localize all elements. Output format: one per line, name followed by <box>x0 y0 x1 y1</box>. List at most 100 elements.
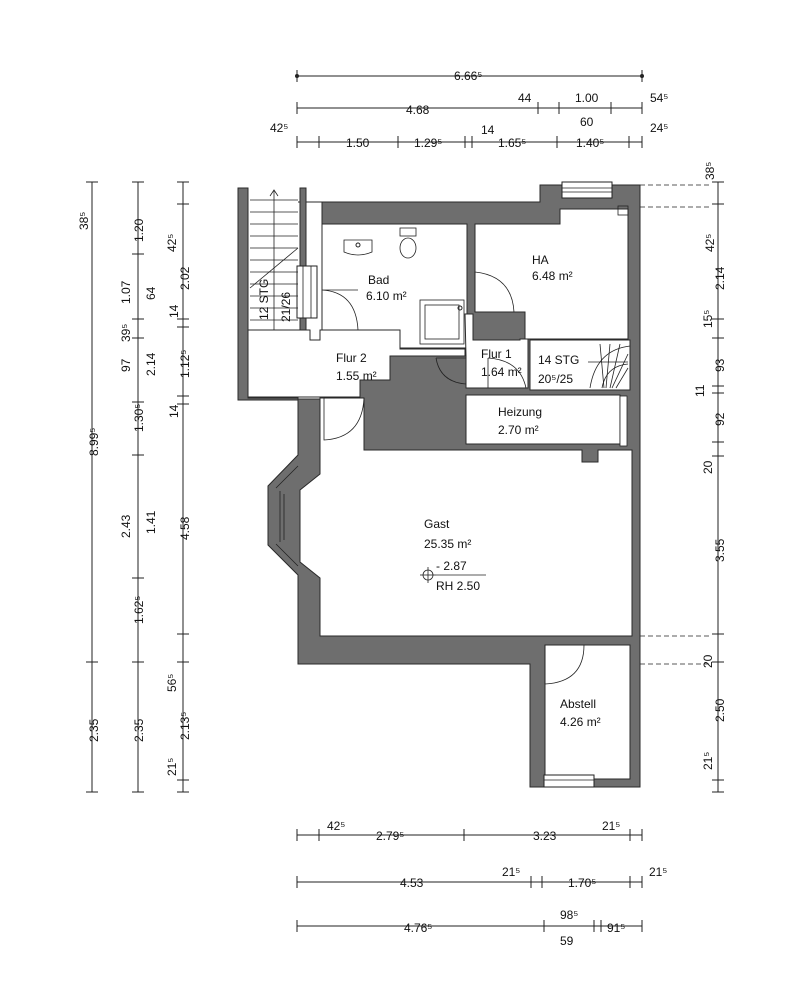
dim-label: 60 <box>580 115 594 129</box>
dim-label: 2.43 <box>119 514 133 538</box>
dimension-chain-bottom-3: 4.76⁵ 98⁵ 59 91⁵ <box>296 908 643 948</box>
door-abstell <box>544 644 585 685</box>
dimension-chain-left-2: 1.20 1.07 64 39⁵ 97 2.14 1.30⁵ 2.43 1.41… <box>119 181 158 793</box>
room-flur1-area: 1.64 m² <box>481 365 522 379</box>
dim-label: 4.58 <box>178 516 192 540</box>
dim-label: 20 <box>701 654 715 668</box>
dim-label: 2.02 <box>178 266 192 290</box>
dim-label: 98⁵ <box>560 908 578 922</box>
dimension-chain-top-2: 4.68 44 1.00 60 54⁵ <box>296 91 668 129</box>
dim-label: 1.07 <box>119 280 133 304</box>
room-abstell <box>544 644 631 780</box>
room-ha-area: 6.48 m² <box>532 269 573 283</box>
dim-label: 38⁵ <box>77 212 91 230</box>
stair-ratio-label: 21/26 <box>279 292 293 322</box>
dim-label: 3.23 <box>533 829 557 843</box>
dim-label: 56⁵ <box>165 674 179 692</box>
stairs-left: 12 STG 21/26 <box>249 189 299 330</box>
dim-label: 42⁵ <box>270 121 288 135</box>
door-ha <box>474 271 515 313</box>
dim-label: 2.79⁵ <box>376 829 404 843</box>
dim-label: 14 <box>481 123 495 137</box>
room-abstell-name: Abstell <box>560 697 596 711</box>
stair-steps-label: 12 STG <box>257 279 271 320</box>
room-gast-name: Gast <box>424 517 450 531</box>
dim-label: 11 <box>693 384 707 397</box>
dim-label: 4.53 <box>400 876 424 890</box>
dim-label: 21⁵ <box>649 865 667 879</box>
dimension-chain-top-1: 6.66⁵ <box>295 69 644 83</box>
dimension-chain-right: 38⁵ 42⁵ 2.14 15⁵ 93 11 92 20 3.55 20 2.5… <box>640 162 727 793</box>
dimension-chain-bottom-2: 4.53 21⁵ 1.70⁵ 21⁵ <box>296 865 667 890</box>
dim-label: 14 <box>167 304 181 318</box>
door-bad <box>321 289 359 331</box>
dim-label: 1.30⁵ <box>132 404 146 432</box>
dim-label: 15⁵ <box>701 310 715 328</box>
dim-label: 2.14 <box>144 352 158 376</box>
dim-label: 2.35 <box>132 718 146 742</box>
dimension-chain-top-3: 42⁵ 1.50 1.29⁵ 14 1.65⁵ 1.40⁵ 24⁵ <box>270 121 668 150</box>
windows <box>275 181 628 788</box>
dim-label: 8.99⁵ <box>87 428 101 456</box>
dim-label: 4.68 <box>406 103 430 117</box>
room-gast-area: 25.35 m² <box>424 537 471 551</box>
stair-wall <box>237 187 299 401</box>
toilet-icon <box>399 237 417 259</box>
dim-label: 1.20 <box>132 218 146 242</box>
room-bad-name: Bad <box>368 273 389 287</box>
dim-label: 1.00 <box>575 91 599 105</box>
dim-label: 1.50 <box>346 136 370 150</box>
dim-label: 1.12⁵ <box>178 350 192 378</box>
dim-label: 42⁵ <box>165 234 179 252</box>
shower-tray-icon <box>419 299 465 345</box>
room-height-label: RH 2.50 <box>436 579 480 593</box>
dim-label: 1.70⁵ <box>568 876 596 890</box>
walls <box>237 184 641 788</box>
stair-ratio-label: 20⁵/25 <box>538 372 573 386</box>
dim-label: 21⁵ <box>701 752 715 770</box>
room-heizung-name: Heizung <box>498 405 542 419</box>
dim-label: 1.62⁵ <box>132 596 146 624</box>
room-flur2 <box>247 329 466 398</box>
dim-label: 38⁵ <box>703 162 717 180</box>
level-marker: - 2.87 RH 2.50 <box>420 559 486 593</box>
room-labels: Bad 6.10 m² HA 6.48 m² Flur 2 1.55 m² Fl… <box>336 253 601 729</box>
room-bad-area: 6.10 m² <box>366 289 407 303</box>
dim-label: 6.66⁵ <box>454 69 482 83</box>
stairs-right: 14 STG 20⁵/25 <box>538 343 631 389</box>
sink-icon <box>343 239 373 256</box>
dimension-chain-left-3: 42⁵ 2.02 14 1.12⁵ 14 4.58 56⁵ 2.13⁵ 21⁵ <box>165 181 192 793</box>
room-flur2-area: 1.55 m² <box>336 369 377 383</box>
dim-label: 24⁵ <box>650 121 668 135</box>
window-left <box>296 265 318 319</box>
dim-label: 1.29⁵ <box>414 136 442 150</box>
dim-label: 59 <box>560 934 574 948</box>
stair-right-area <box>529 339 631 391</box>
dim-label: 2.13⁵ <box>178 712 192 740</box>
room-abstell-area: 4.26 m² <box>560 715 601 729</box>
dim-label: 4.76⁵ <box>404 921 432 935</box>
dim-label: 2.14 <box>713 266 727 290</box>
room-gast <box>299 397 633 637</box>
dim-label: 21⁵ <box>165 758 179 776</box>
dim-label: 42⁵ <box>327 819 345 833</box>
dim-label: 92 <box>713 412 727 426</box>
dim-label: 1.40⁵ <box>576 136 604 150</box>
dim-label: 14 <box>167 404 181 418</box>
dim-label: 1.65⁵ <box>498 136 526 150</box>
dim-label: 42⁵ <box>703 234 717 252</box>
doors <box>321 271 585 685</box>
room-flur1-name: Flur 1 <box>481 347 512 361</box>
dim-label: 97 <box>119 358 133 372</box>
room-ha-name: HA <box>532 253 549 267</box>
bathroom-fixtures <box>343 205 629 345</box>
dim-label: 2.50 <box>713 698 727 722</box>
door-flur2 <box>323 397 365 441</box>
dim-label: 21⁵ <box>602 819 620 833</box>
room-heizung-area: 2.70 m² <box>498 423 539 437</box>
dim-label: 44 <box>518 91 532 105</box>
window-bottom <box>543 774 595 788</box>
dimension-chain-bottom-1: 42⁵ 2.79⁵ 3.23 21⁵ <box>296 819 643 843</box>
door-flur1-b <box>487 357 527 389</box>
